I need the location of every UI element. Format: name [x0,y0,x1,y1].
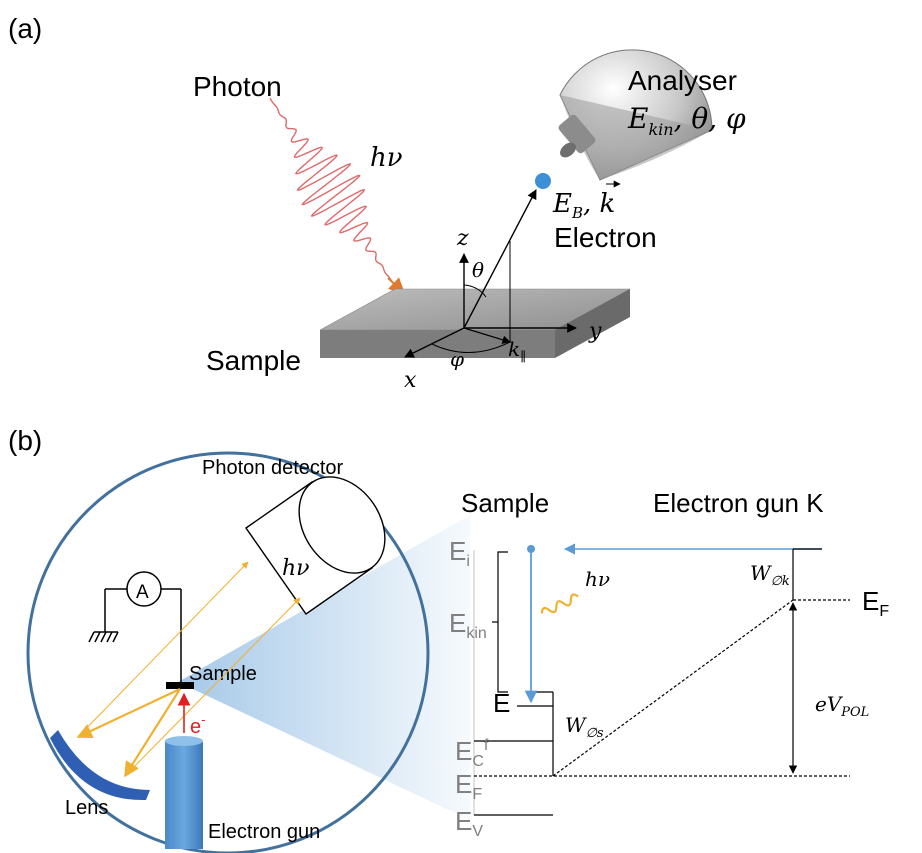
electron-label: Electron [554,222,657,253]
ef-label: EF [455,769,482,803]
ekin-label: Ekin [449,608,487,642]
emitted-photon-wave [540,593,579,614]
vacuum-chamber [26,451,430,853]
photon-rays [76,561,301,778]
ammeter-circuit [88,571,182,683]
emission-hv-label: hν [585,567,610,591]
eb-k-label: EB, k [552,189,615,222]
electron-gun [165,736,203,849]
evpol-label: eVPOL [815,692,869,720]
coordinate-axes [404,189,577,358]
electron-symbol: e- [190,712,205,738]
w-sample-label: W∅s [565,713,604,741]
analyser-label: Analyser [628,65,737,96]
zoom-cone [178,515,470,820]
ef-gun-label: EF [862,586,889,620]
lens-label: Lens [65,797,108,819]
ev-label: EV [455,806,483,840]
w-gun-label: W∅k [750,561,790,589]
axis-z-label: z [456,226,469,251]
energy-electron-dot [527,545,535,553]
photon-label: Photon [193,71,282,102]
k-parallel-label: k∥ [508,337,526,365]
electron-gun-label: Electron gun [208,821,320,843]
ec-label: ECf [455,736,489,770]
axis-y-label: y [588,319,602,344]
sample-holder [166,682,194,689]
panel-b-label: (b) [8,425,42,456]
sample-label-b: Sample [189,663,257,685]
theta-label: θ [472,258,484,282]
phi-label: φ [450,347,464,371]
lens [50,730,150,801]
photon-detector [245,476,386,615]
axis-x-label: x [404,368,417,393]
detector-hv-label: hν [282,556,310,581]
ammeter-label: A [136,582,149,603]
ei-label: Ei [449,536,470,570]
photon-detector-label: Photon detector [202,457,344,479]
e-final-label: E [493,688,510,718]
electron-dot [535,173,551,189]
sample-label-a: Sample [206,345,301,376]
hv-label: hν [370,143,403,173]
energy-gun-title: Electron gun K [653,488,824,518]
panel-a-label: (a) [8,13,42,44]
energy-sample-title: Sample [461,488,549,518]
sample-plate [319,288,631,358]
analyser-params: Ekin, θ, φ [627,102,746,139]
analyser-dome [558,49,713,181]
photon-wave [269,97,406,295]
